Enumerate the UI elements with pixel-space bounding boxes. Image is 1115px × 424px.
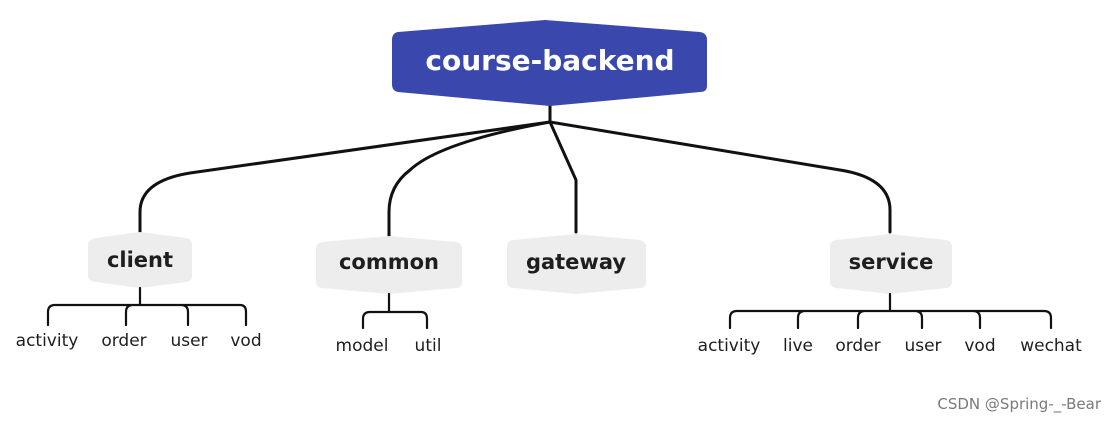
edge-root-client bbox=[138, 120, 552, 234]
module-node-service: service bbox=[830, 234, 952, 294]
module-node-client-shape bbox=[88, 232, 192, 288]
edge-common-leaves bbox=[361, 292, 429, 330]
leaf-client-activity: activity bbox=[16, 331, 79, 351]
leaf-client-vod: vod bbox=[230, 331, 261, 351]
root-node: course-backend bbox=[392, 20, 707, 106]
leaf-common-model: model bbox=[336, 336, 389, 356]
module-node-common-shape bbox=[316, 236, 462, 294]
module-node-client-label: client bbox=[107, 248, 173, 272]
module-node-gateway-shape bbox=[507, 234, 646, 294]
edge-root-gateway bbox=[548, 120, 578, 234]
edge-root-service bbox=[548, 120, 892, 234]
module-node-common-label: common bbox=[339, 250, 439, 274]
leaf-service-live: live bbox=[783, 336, 813, 356]
module-node-client: client bbox=[88, 232, 192, 288]
watermark-text: CSDN @Spring-_-Bear bbox=[937, 395, 1101, 413]
leaf-client-order: order bbox=[101, 331, 146, 351]
root-node-label: course-backend bbox=[425, 44, 674, 77]
edge-client-leaves bbox=[46, 286, 248, 327]
leaf-service-vod: vod bbox=[964, 336, 995, 356]
leaf-service-activity: activity bbox=[698, 336, 761, 356]
leaf-common-util: util bbox=[415, 336, 442, 356]
module-node-gateway-label: gateway bbox=[526, 250, 626, 274]
root-node-shape bbox=[392, 20, 707, 106]
leaf-service-wechat: wechat bbox=[1020, 336, 1082, 356]
module-node-common: common bbox=[316, 236, 462, 294]
leaf-client-user: user bbox=[170, 331, 207, 351]
leaf-service-order: order bbox=[835, 336, 880, 356]
edge-root-common bbox=[387, 120, 552, 240]
edge-service-leaves bbox=[728, 292, 1053, 330]
module-node-service-shape bbox=[830, 234, 952, 294]
module-node-gateway: gateway bbox=[507, 234, 646, 294]
module-node-service-label: service bbox=[849, 250, 934, 274]
leaf-service-user: user bbox=[904, 336, 941, 356]
